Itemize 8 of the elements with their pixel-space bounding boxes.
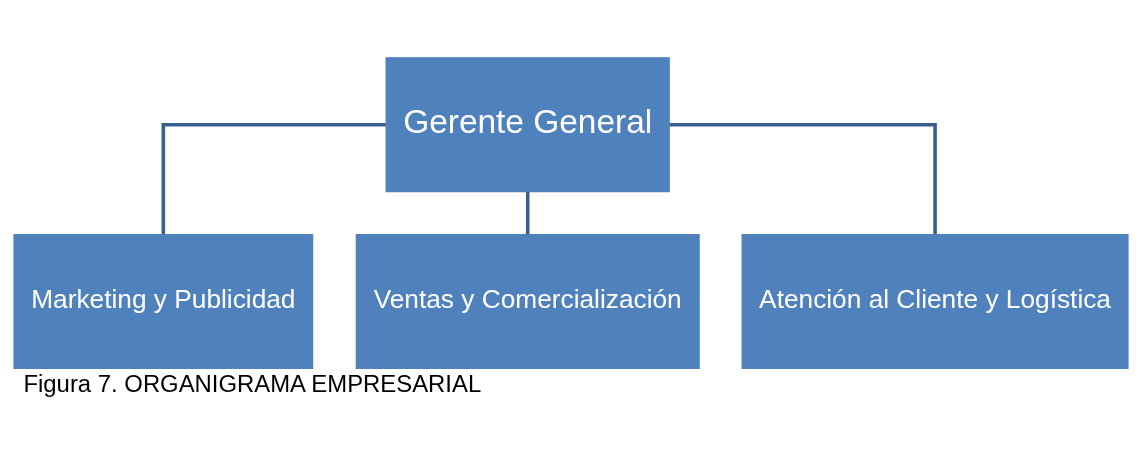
node-box: Gerente General [385, 57, 670, 193]
connector [669, 122, 937, 235]
node-box: Marketing y Publicidad [13, 234, 314, 369]
node-box: Atención al Cliente y Logística [741, 234, 1129, 369]
connector [161, 122, 386, 235]
node-box: Ventas y Comercialización [355, 234, 700, 369]
caption: Figura 7. ORGANIGRAMA EMPRESARIAL [23, 370, 482, 398]
connector [525, 192, 530, 235]
